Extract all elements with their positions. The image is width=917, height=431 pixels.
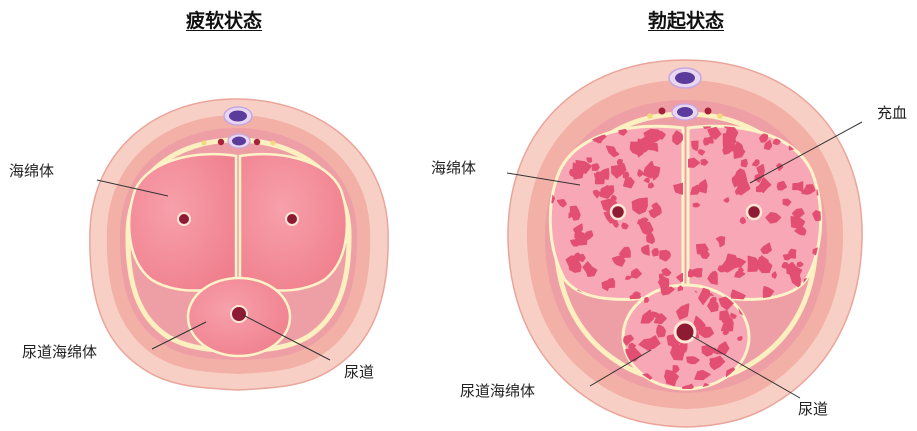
flaccid-cavernous-artery-right-icon <box>286 213 298 225</box>
flaccid-dorsal-vein-icon <box>229 111 247 122</box>
erect-artery-right-icon <box>705 108 712 115</box>
erect-deep-vein-icon <box>677 107 693 117</box>
sinusoid-blob <box>602 281 609 290</box>
sinusoid-blob <box>774 139 781 144</box>
sinusoid-blob <box>592 164 599 170</box>
flaccid-title: 疲软状态 <box>186 6 262 33</box>
sinusoid-blob <box>694 203 700 206</box>
erect-artery-left-icon <box>659 108 666 115</box>
erect-label-urethra: 尿道 <box>798 398 828 419</box>
sinusoid-blob <box>680 343 687 354</box>
flaccid-cavernous-artery-left-icon <box>178 213 190 225</box>
erect-cavernous-artery-right-icon <box>747 205 761 219</box>
sinusoid-blob <box>587 158 591 162</box>
erect-label-corpus-cavernosum: 海绵体 <box>431 157 476 178</box>
flaccid-artery-right-icon <box>254 139 260 145</box>
sinusoid-blob <box>701 160 707 166</box>
sinusoid-blob <box>777 182 786 190</box>
sinusoid-blob <box>689 384 693 389</box>
flaccid-artery-left-icon <box>218 139 224 145</box>
sinusoid-blob <box>784 255 791 260</box>
sinusoid-blob <box>624 178 634 188</box>
erect-label-corpus-spongiosum: 尿道海绵体 <box>460 380 535 401</box>
sinusoid-blob <box>693 269 702 277</box>
flaccid-cross-section <box>90 99 388 390</box>
sinusoid-blob <box>667 336 672 341</box>
sinusoid-blob <box>740 218 745 224</box>
sinusoid-blob <box>638 170 643 176</box>
sinusoid-blob <box>638 220 644 224</box>
flaccid-urethra-icon <box>231 306 247 322</box>
sinusoid-blob <box>645 298 649 302</box>
sinusoid-blob <box>652 249 658 256</box>
sinusoid-blob <box>624 172 629 178</box>
sinusoid-blob <box>573 163 583 179</box>
flaccid-deep-vein-icon <box>232 137 246 146</box>
sinusoid-blob <box>720 311 729 321</box>
sinusoid-blob <box>772 272 776 278</box>
flaccid-label-corpus-cavernosum: 海绵体 <box>9 160 54 181</box>
flaccid-nerve-right-icon <box>271 141 276 146</box>
sinusoid-blob <box>741 159 747 166</box>
erect-dorsal-vein-icon <box>675 72 695 84</box>
sinusoid-blob <box>575 232 580 239</box>
sinusoid-blob <box>622 223 628 228</box>
erect-nerve-right-icon <box>717 113 723 119</box>
sinusoid-blob <box>708 138 713 143</box>
flaccid-nerve-left-icon <box>202 141 207 146</box>
erect-cavernous-artery-left-icon <box>611 205 625 219</box>
sinusoid-blob <box>710 298 715 302</box>
sinusoid-blob <box>649 183 654 188</box>
sinusoid-blob <box>595 174 599 178</box>
sinusoid-blob <box>632 198 647 214</box>
sinusoid-blob <box>797 262 803 266</box>
sinusoid-blob <box>626 276 631 279</box>
sinusoid-blob <box>793 182 803 191</box>
sinusoid-blob <box>692 141 698 150</box>
sinusoid-blob <box>738 337 742 340</box>
erect-title: 勃起状态 <box>648 6 724 33</box>
erect-cross-section <box>507 60 862 427</box>
sinusoid-blob <box>712 272 717 276</box>
erect-urethra-icon <box>675 322 695 342</box>
sinusoid-blob <box>739 268 743 273</box>
sinusoid-blob <box>649 143 657 151</box>
erect-nerve-left-icon <box>647 113 653 119</box>
flaccid-label-urethra: 尿道 <box>344 361 374 382</box>
erect-label-engorged: 充血 <box>877 102 907 123</box>
flaccid-label-corpus-spongiosum: 尿道海绵体 <box>22 341 97 362</box>
sinusoid-blob <box>612 196 617 200</box>
